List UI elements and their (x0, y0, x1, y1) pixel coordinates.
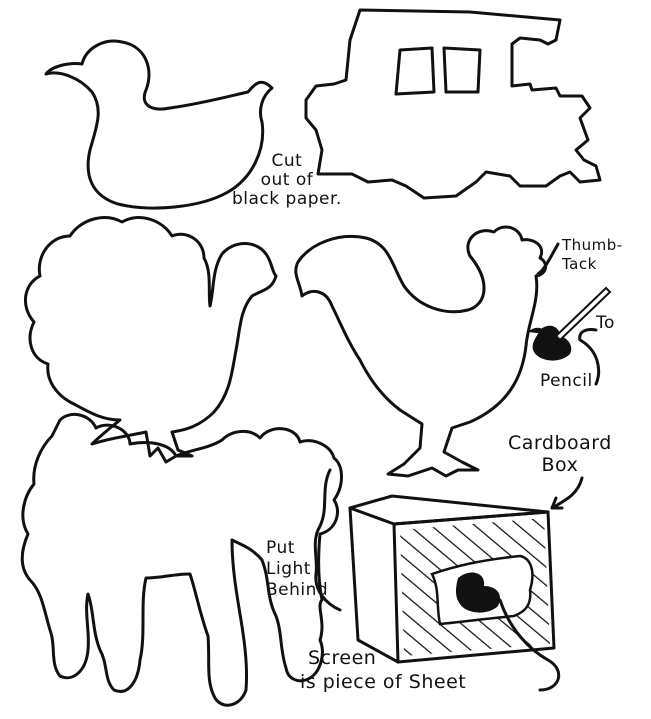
label-line: Put (266, 538, 295, 558)
label-line: Thumb- (562, 236, 623, 254)
label-line: Box (541, 454, 579, 476)
label-line: Behind (266, 580, 329, 600)
lamb-silhouette (20, 412, 343, 707)
pencil-pointer (578, 328, 601, 386)
label-line: Cut (271, 151, 303, 171)
label-line: Tack (562, 255, 597, 273)
tack-pointer (536, 242, 560, 276)
label-pencil: Pencil (540, 371, 593, 391)
cardboard-box (348, 494, 556, 664)
label-line: black paper. (232, 189, 342, 209)
label-put-light: Put Light Behind (266, 538, 328, 601)
label-cut-out: Cut out of black paper. (232, 152, 342, 209)
label-line: Screen (308, 647, 377, 669)
label-line: is piece of Sheet (300, 671, 467, 693)
label-line: Light (266, 559, 311, 579)
rooster-silhouette (294, 225, 547, 478)
label-line: out of (260, 170, 314, 190)
pencil-with-tack (528, 286, 612, 361)
label-cardboard-box: Cardboard Box (508, 432, 612, 476)
label-thumb-tack: Thumb- Tack (562, 236, 623, 274)
train-silhouette (304, 8, 602, 200)
train-window-right (442, 46, 482, 94)
duck-shadow (456, 572, 501, 613)
label-line: Cardboard (508, 432, 612, 454)
light-pointer (313, 468, 342, 612)
duck-silhouette (44, 39, 274, 210)
turkey-silhouette (24, 216, 278, 464)
train-window-left (394, 46, 436, 96)
box-pointer (550, 476, 584, 510)
label-screen: Screen is piece of Sheet (300, 646, 466, 694)
screen-pointer (498, 598, 561, 692)
label-to: To (596, 313, 615, 333)
